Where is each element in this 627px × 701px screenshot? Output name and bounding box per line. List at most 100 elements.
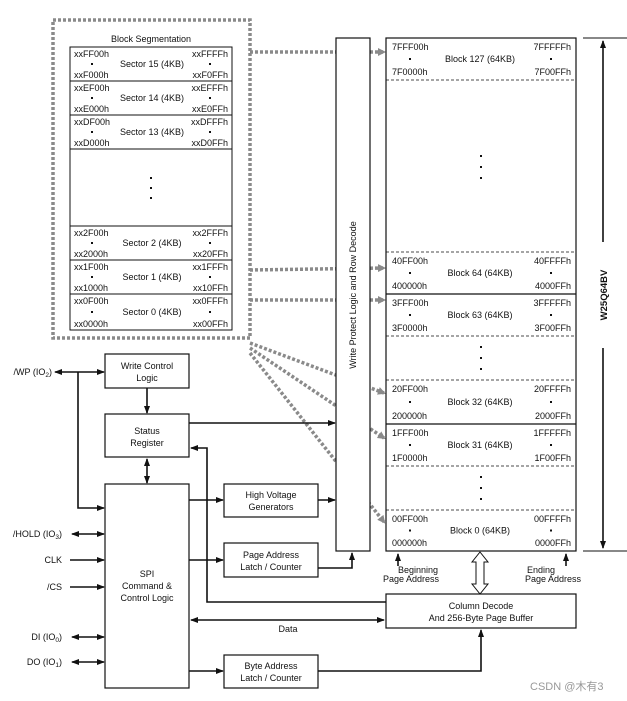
sector-start-high: xxDF00h: [74, 117, 110, 127]
write-control-label: Write Control: [121, 361, 173, 371]
ellipsis-dot: [91, 63, 93, 65]
data-bus-label: Data: [278, 624, 297, 634]
page-address-label: Page Address: [243, 550, 300, 560]
ellipsis-dot: [150, 197, 152, 199]
bus-double-arrow: [470, 551, 490, 595]
block-end-low: 0000FFh: [535, 538, 571, 548]
sector-end-low: xx00FFh: [193, 319, 228, 329]
block-segmentation: Block Segmentation xxFF00hxxF000hxxFFFFh…: [51, 18, 252, 340]
block-start-low: 400000h: [392, 281, 427, 291]
ellipsis-dot: [550, 401, 552, 403]
ellipsis-dot: [209, 63, 211, 65]
ellipsis-dot: [480, 476, 482, 478]
high-voltage-label: High Voltage: [245, 490, 296, 500]
block-start-high: 7FFF00h: [392, 42, 429, 52]
sector-label: Sector 13 (4KB): [120, 127, 184, 137]
ellipsis-dot: [209, 311, 211, 313]
write-control-logic-block: [104, 353, 190, 389]
sector-end-low: xx20FFh: [193, 249, 228, 259]
sector-start-high: xxEF00h: [74, 83, 110, 93]
sector-start-high: xxFF00h: [74, 49, 109, 59]
ellipsis-dot: [480, 487, 482, 489]
sector-end-high: xxEFFFh: [191, 83, 228, 93]
byte-address-label-2: Latch / Counter: [240, 673, 302, 683]
ellipsis-dot: [480, 346, 482, 348]
beginning-label-2: Page Address: [383, 574, 440, 584]
column-decode-block: [385, 593, 577, 629]
sector-end-high: xx2FFFh: [192, 228, 228, 238]
column-decode-label-2: And 256-Byte Page Buffer: [429, 613, 533, 623]
spi-label-2: Command &: [122, 581, 172, 591]
block-start-low: 3F0000h: [392, 323, 428, 333]
pin-label: /HOLD (IO3): [13, 529, 62, 541]
ellipsis-dot: [209, 97, 211, 99]
ellipsis-dot: [480, 368, 482, 370]
status-register-label-2: Register: [130, 438, 164, 448]
functional-blocks: Write Control Logic Status Register SPI …: [104, 353, 577, 689]
sector-label: Sector 15 (4KB): [120, 59, 184, 69]
page-address-label-2: Latch / Counter: [240, 562, 302, 572]
ellipsis-dot: [550, 314, 552, 316]
sector-end-low: xx10FFh: [193, 283, 228, 293]
pin-label: /WP (IO2): [14, 367, 52, 379]
ellipsis-dot: [480, 177, 482, 179]
ellipsis-dot: [409, 401, 411, 403]
block-start-high: 1FFF00h: [392, 428, 429, 438]
status-register-block: [104, 413, 190, 458]
ellipsis-dot: [550, 272, 552, 274]
high-voltage-label-2: Generators: [248, 502, 294, 512]
block-start-high: 3FFF00h: [392, 298, 429, 308]
chip-label: W25Q64BV: [599, 269, 610, 320]
ellipsis-dot: [409, 272, 411, 274]
block-label: Block 32 (64KB): [447, 397, 512, 407]
block-start-low: 7F0000h: [392, 67, 428, 77]
block-label: Block 31 (64KB): [447, 440, 512, 450]
page-address-markers: Beginning Page Address Ending Page Addre…: [383, 551, 582, 595]
byte-address-label: Byte Address: [244, 661, 298, 671]
block-end-low: 2000FFh: [535, 411, 571, 421]
sector-end-high: xxDFFFh: [191, 117, 228, 127]
block-label: Block 63 (64KB): [447, 310, 512, 320]
block-end-high: 1FFFFFh: [534, 428, 572, 438]
block-label: Block 127 (64KB): [445, 54, 515, 64]
ellipsis-dot: [150, 187, 152, 189]
status-register-label: Status: [134, 426, 160, 436]
ellipsis-dot: [91, 311, 93, 313]
sector-end-low: xxE0FFh: [192, 104, 228, 114]
page-address-latch-block: [223, 542, 319, 578]
block-end-low: 1F00FFh: [534, 453, 571, 463]
block-start-high: 20FF00h: [392, 384, 428, 394]
spi-command-block: [104, 483, 190, 689]
sector-end-low: xxD0FFh: [191, 138, 228, 148]
block-end-low: 3F00FFh: [534, 323, 571, 333]
write-protect-logic-block: Write Protect Logic and Row Decode: [335, 37, 371, 552]
sector-start-low: xxD000h: [74, 138, 110, 148]
block-label: Block 64 (64KB): [447, 268, 512, 278]
chip-size-bracket: W25Q64BV: [583, 37, 627, 552]
sector-start-high: xx1F00h: [74, 262, 109, 272]
ellipsis-dot: [550, 529, 552, 532]
block-label: Block 0 (64KB): [450, 526, 510, 536]
ellipsis-dot: [550, 444, 552, 446]
sector-start-low: xx1000h: [74, 283, 108, 293]
pin-label: DO (IO1): [27, 657, 62, 669]
sector-label: Sector 14 (4KB): [120, 93, 184, 103]
ellipsis-dot: [209, 242, 211, 244]
sector-start-high: xx2F00h: [74, 228, 109, 238]
ellipsis-dot: [480, 498, 482, 500]
watermark: CSDN @木有3: [530, 679, 604, 693]
ellipsis-dot: [91, 242, 93, 244]
ellipsis-dot: [409, 529, 411, 532]
block-end-high: 20FFFFh: [534, 384, 571, 394]
ellipsis-dot: [480, 357, 482, 359]
